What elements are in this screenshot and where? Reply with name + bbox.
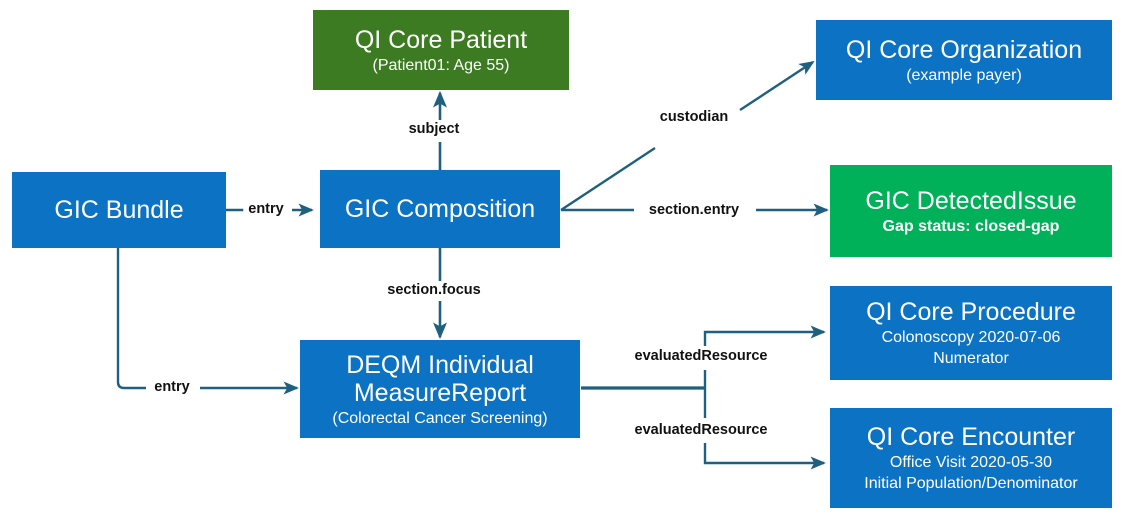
edge-measurereport-evaluatedresource-procedure <box>703 325 826 346</box>
node-qi-core-encounter-title: QI Core Encounter <box>866 423 1076 452</box>
node-deqm-measurereport-title-line1: DEQM Individual <box>346 350 534 379</box>
edge-label-section-focus: section.focus <box>382 282 486 299</box>
node-qi-core-procedure[interactable]: QI Core Procedure Colonoscopy 2020-07-06… <box>830 286 1112 380</box>
node-qi-core-patient-title: QI Core Patient <box>354 25 528 54</box>
edge-bundle-entry-measurereport-elbow <box>116 248 146 390</box>
node-gic-composition[interactable]: GIC Composition <box>320 170 560 248</box>
node-gic-bundle[interactable]: GIC Bundle <box>12 172 226 248</box>
edge-label-subject: subject <box>403 121 465 138</box>
node-qi-core-encounter-subtitle: Office Visit 2020-05-30 <box>889 454 1053 472</box>
edge-label-entry-bottom: entry <box>149 379 195 396</box>
node-qi-core-procedure-title: QI Core Procedure <box>866 298 1076 327</box>
node-qi-core-encounter[interactable]: QI Core Encounter Office Visit 2020-05-3… <box>830 408 1112 508</box>
edge-label-section-entry: section.entry <box>643 202 745 219</box>
edge-label-evaluated-resource-procedure: evaluatedResource <box>629 348 773 365</box>
edge-composition-custodian-organization-upper <box>739 60 815 112</box>
edge-label-entry-top: entry <box>243 201 289 218</box>
node-qi-core-procedure-subtitle: Colonoscopy 2020-07-06 <box>881 329 1061 347</box>
node-gic-detectedissue-gap-status: Gap status: closed-gap <box>882 217 1060 235</box>
node-qi-core-organization-subtitle: (example payer) <box>906 66 1022 84</box>
edge-label-custodian: custodian <box>654 109 734 126</box>
edge-composition-custodian-organization-lower <box>560 146 656 212</box>
node-qi-core-patient-subtitle: (Patient01: Age 55) <box>372 56 510 74</box>
node-gic-detectedissue[interactable]: GIC DetectedIssue Gap status: closed-gap <box>830 165 1112 257</box>
node-deqm-individual-measurereport[interactable]: DEQM Individual MeasureReport (Colorecta… <box>300 340 580 438</box>
node-gic-bundle-title: GIC Bundle <box>54 196 184 224</box>
node-qi-core-patient[interactable]: QI Core Patient (Patient01: Age 55) <box>313 10 569 90</box>
node-qi-core-organization[interactable]: QI Core Organization (example payer) <box>816 20 1112 100</box>
node-gic-composition-title: GIC Composition <box>344 195 536 223</box>
edge-label-evaluated-resource-encounter: evaluatedResource <box>629 422 773 439</box>
node-qi-core-encounter-population: Initial Population/Denominator <box>864 475 1078 492</box>
node-gic-detectedissue-title: GIC DetectedIssue <box>865 186 1077 215</box>
node-qi-core-procedure-population: Numerator <box>933 350 1009 367</box>
edge-measurereport-evaluatedresource-encounter <box>703 443 826 470</box>
node-deqm-measurereport-title-line2: MeasureReport <box>353 378 527 407</box>
node-deqm-measurereport-subtitle: (Colorectal Cancer Screening) <box>332 409 548 427</box>
node-qi-core-organization-title: QI Core Organization <box>845 35 1083 64</box>
